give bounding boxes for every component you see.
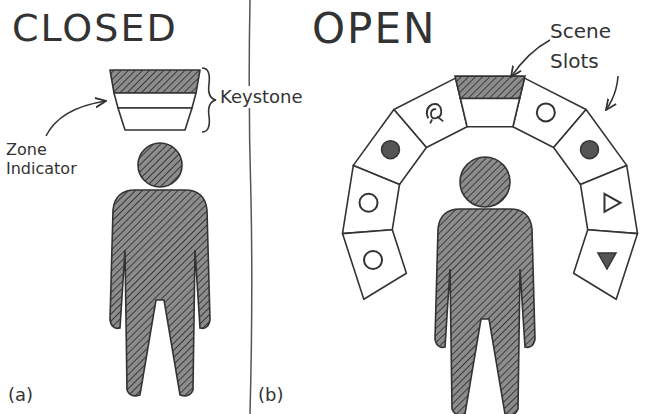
panel-divider <box>249 0 252 414</box>
panel-letter: (a) <box>8 384 33 406</box>
panel-title: OPEN <box>312 4 436 54</box>
part-label: Keystone <box>220 86 303 108</box>
leader-arrow <box>46 101 106 136</box>
keystone-bracket <box>202 68 216 132</box>
person-figure <box>110 143 535 414</box>
scene-slot-arch <box>343 76 638 299</box>
panel-letter: (b) <box>258 384 283 406</box>
panel-title: CLOSED <box>12 6 178 52</box>
closed-keystone <box>110 70 200 130</box>
part-label: Zone Indicator <box>6 140 98 178</box>
leader-arrow <box>511 40 550 77</box>
part-label: Scene Slots <box>550 16 640 76</box>
